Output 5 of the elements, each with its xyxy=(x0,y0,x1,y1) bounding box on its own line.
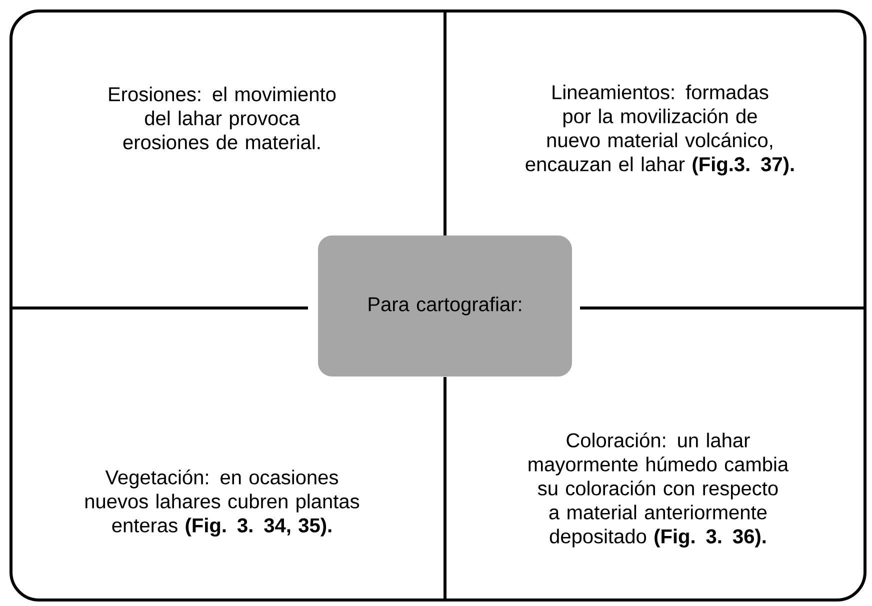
quadrant-text: Coloración: un lahar mayormente húmedo cambia su coloración con respecto a material anteriormente depositado (Fig. 3. 36). xyxy=(528,432,789,548)
quadrant-text: Vegetación: en ocasiones nuevos lahares cubren plantas enteras (Fig. 3. 34, 35). xyxy=(85,470,360,536)
center-box: Para cartografiar: xyxy=(318,236,572,376)
quadrant-text: Erosiones: el movimiento del lahar provoca erosiones de material. xyxy=(109,86,336,150)
quadrant-text: Lineamientos: formadas por la movilización de nuevo material volcánico, encauzan el lahar (Fig.3. 37). xyxy=(526,84,794,176)
